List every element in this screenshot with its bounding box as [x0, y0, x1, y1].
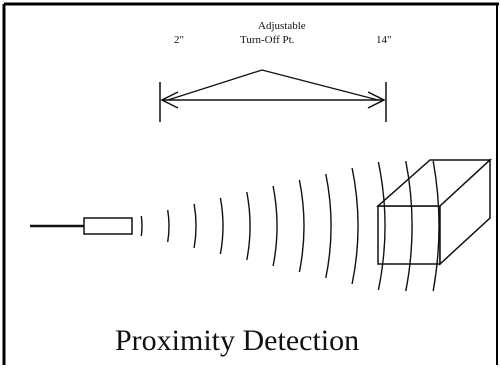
- wave-arc: [325, 173, 332, 279]
- diagram-title: Proximity Detection: [115, 324, 360, 357]
- wave-arc: [298, 179, 305, 273]
- sound-waves: [140, 160, 440, 292]
- object-side-face: [439, 158, 491, 266]
- pointer-line-left: [167, 69, 263, 101]
- wave-arc: [193, 203, 197, 249]
- wave-arc: [167, 209, 170, 243]
- object-front-face: [377, 205, 441, 265]
- range-max-label: 14": [376, 34, 392, 46]
- range-caption-line2: Turn-Off Pt.: [240, 34, 295, 46]
- wave-arc: [246, 191, 251, 261]
- wave-arc: [272, 185, 278, 267]
- wave-arc: [405, 160, 413, 292]
- sensor-body: [83, 217, 133, 235]
- wave-arc: [432, 160, 440, 292]
- range-min-label: 2": [174, 34, 184, 46]
- range-arrow-right: [367, 91, 386, 109]
- wave-arc: [377, 161, 386, 291]
- wave-arc: [219, 197, 224, 255]
- pointer-line-right: [261, 69, 379, 101]
- range-caption-line1: Adjustable: [258, 20, 306, 32]
- wave-arc: [351, 167, 359, 285]
- range-arrow-left: [160, 91, 179, 109]
- wave-arc: [140, 215, 143, 237]
